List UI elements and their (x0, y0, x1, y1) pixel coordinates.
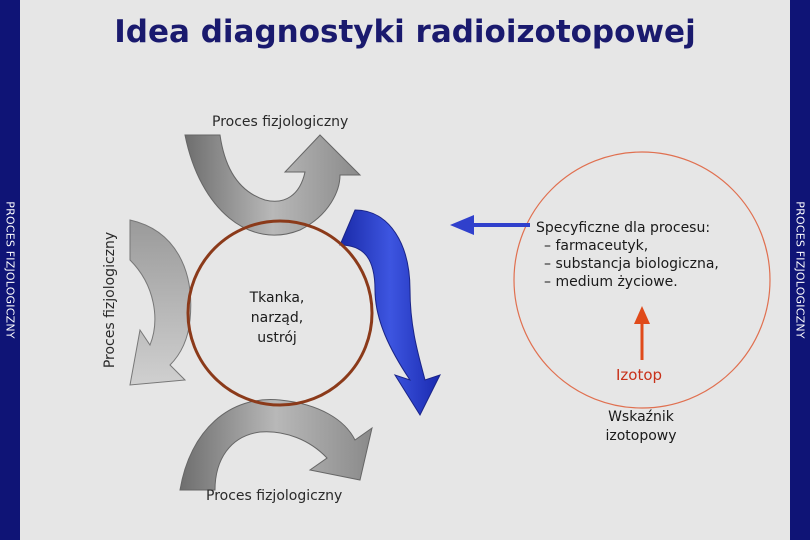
tissue-circle (186, 219, 374, 407)
process-label-left: Proces fizjologiczny (102, 231, 118, 369)
left-curved-arrow (129, 219, 192, 386)
left-side-bar (0, 0, 20, 540)
indicator-label: Wskaźnik izotopowy (580, 408, 702, 446)
indicator-line-2: izotopowy (605, 428, 677, 444)
bottom-curved-arrow (179, 399, 373, 491)
blue-pointer-head (450, 215, 474, 235)
blue-curved-arrow (339, 209, 441, 417)
right-side-bar (790, 0, 810, 540)
specific-list: Specyficzne dla procesu: – farmaceutyk, … (536, 219, 776, 291)
tissue-line-3: ustrój (257, 330, 297, 346)
process-label-top: Proces fizjologiczny (212, 114, 349, 130)
indicator-line-1: Wskaźnik (608, 409, 674, 425)
specific-title: Specyficzne dla procesu: (536, 220, 711, 236)
specific-item-1: – farmaceutyk, (544, 238, 649, 254)
tissue-line-1: Tkanka, (249, 290, 305, 306)
indicator-circle (513, 151, 771, 409)
specific-item-2: – substancja biologiczna, (544, 256, 719, 272)
tissue-line-2: narząd, (250, 310, 304, 326)
slide-title: Idea diagnostyki radioizotopowej (114, 14, 696, 50)
isotope-arrow-head (634, 306, 650, 324)
specific-item-3: – medium życiowe. (544, 274, 678, 290)
top-curved-arrow (184, 134, 362, 236)
tissue-label: Tkanka, narząd, ustrój (222, 288, 332, 348)
isotope-label: Izotop (616, 366, 663, 384)
process-label-bottom: Proces fizjologiczny (206, 488, 343, 504)
